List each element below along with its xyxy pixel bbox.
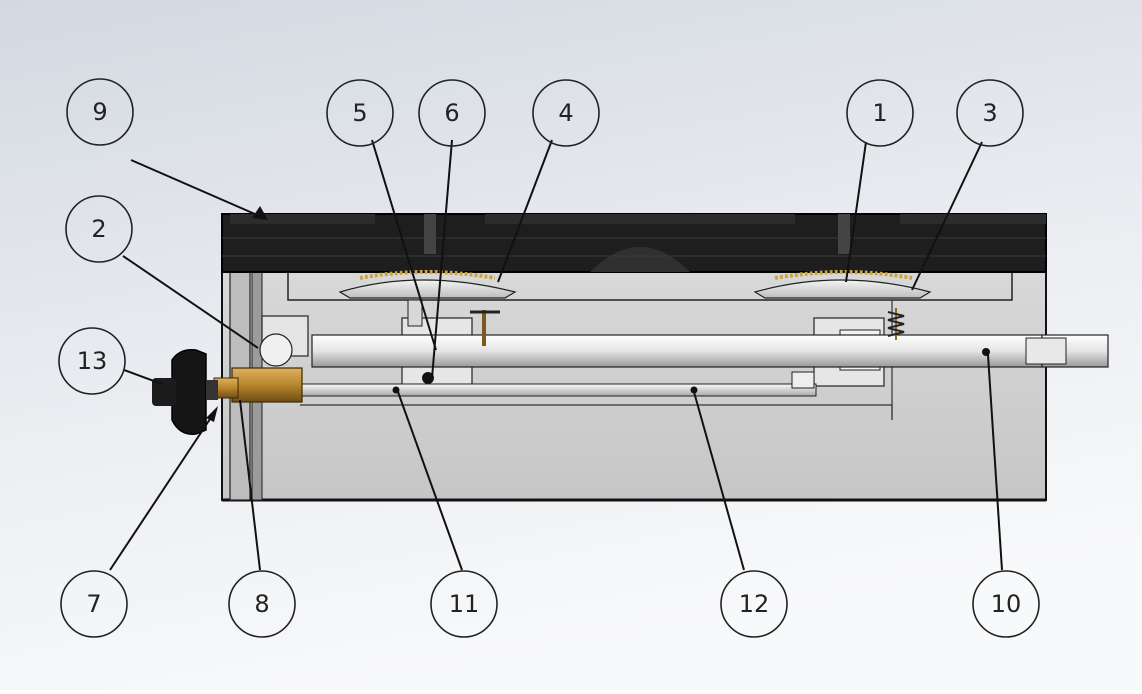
balloon-label: 4 (558, 99, 573, 127)
leader-13 (123, 369, 163, 385)
balloon-3: 3 (956, 79, 1024, 147)
balloon-circle (66, 78, 134, 146)
balloon-label: 3 (982, 99, 997, 127)
balloon-6: 6 (418, 79, 486, 147)
balloon-5: 5 (326, 79, 394, 147)
balloon-label: 7 (86, 590, 101, 618)
spring (887, 308, 905, 340)
balloon-7: 7 (60, 570, 128, 638)
burner-left (338, 270, 517, 299)
leader-5 (371, 139, 437, 351)
balloon-2: 2 (65, 195, 133, 263)
balloon-label: 6 (444, 99, 459, 127)
leader-10 (987, 354, 1003, 571)
leader-lines (109, 139, 1003, 571)
balloon-12: 12 (720, 570, 788, 638)
balloon-13: 13 (58, 327, 126, 395)
balloon-circle (60, 570, 128, 638)
leader-2 (122, 255, 259, 349)
balloon-9: 9 (66, 78, 134, 146)
balloon-circle (58, 327, 126, 395)
leader-8 (239, 399, 261, 571)
control-knob (152, 348, 218, 435)
leader-9 (130, 159, 265, 219)
balloon-label: 2 (91, 215, 106, 243)
burner-right (753, 270, 932, 299)
leader-7 (109, 409, 217, 571)
balloon-11: 11 (430, 570, 498, 638)
leader-6 (431, 139, 453, 379)
balloon-label: 9 (92, 98, 107, 126)
balloon-4: 4 (532, 79, 600, 147)
balloon-circle (418, 79, 486, 147)
balloon-circle (532, 79, 600, 147)
balloon-label: 11 (449, 590, 480, 618)
balloon-circle (956, 79, 1024, 147)
balloon-label: 13 (77, 347, 108, 375)
balloon-8: 8 (228, 570, 296, 638)
leader-1 (845, 141, 867, 283)
leader-11 (397, 391, 463, 571)
balloon-10: 10 (972, 570, 1040, 638)
balloon-circle (430, 570, 498, 638)
balloon-circle (972, 570, 1040, 638)
balloon-circle (65, 195, 133, 263)
igniter-pin (470, 310, 500, 346)
leader-12 (693, 391, 745, 571)
balloon-circle (228, 570, 296, 638)
arrowhead-7 (206, 406, 218, 422)
balloon-circle (846, 79, 914, 147)
balloon-label: 10 (991, 590, 1022, 618)
balloon-circle (326, 79, 394, 147)
balloon-1: 1 (846, 79, 914, 147)
arrowheads (206, 206, 268, 422)
balloon-label: 5 (352, 99, 367, 127)
balloon-label: 1 (872, 99, 887, 127)
arrowhead-9 (252, 206, 268, 220)
top-grate (221, 213, 1047, 273)
balloon-label: 12 (739, 590, 770, 618)
balloon-label: 8 (254, 590, 269, 618)
leader-3 (911, 141, 983, 291)
leader-4 (497, 139, 553, 283)
balloon-circle (720, 570, 788, 638)
valve-assembly (213, 315, 309, 403)
